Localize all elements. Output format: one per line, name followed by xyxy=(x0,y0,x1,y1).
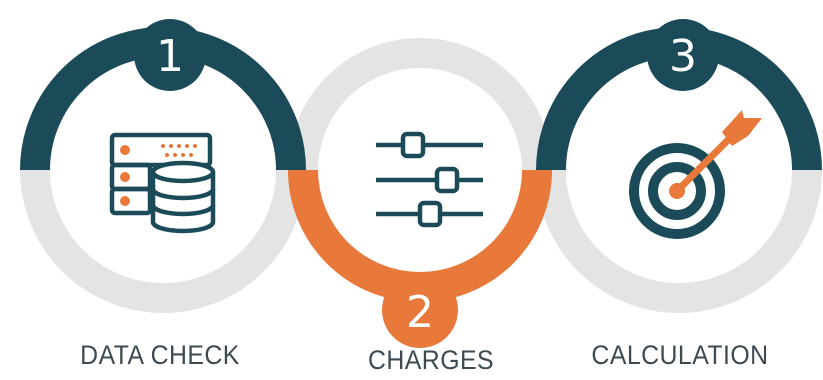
step-1-number: 1 xyxy=(156,31,184,82)
step-3-label: CALCULATION xyxy=(591,340,769,370)
step-2-badge: 2 xyxy=(382,272,458,348)
step-1-badge: 1 xyxy=(134,19,206,91)
ring-3-track xyxy=(536,169,822,313)
target-arrow-icon xyxy=(629,110,762,239)
step-3-badge: 3 xyxy=(647,19,719,91)
sliders-icon xyxy=(376,131,483,228)
step-3-number: 3 xyxy=(669,31,697,82)
ring-1-track xyxy=(20,169,306,313)
step-2-label: CHARGES xyxy=(367,345,495,375)
database-server-icon xyxy=(109,132,216,234)
step-2-number: 2 xyxy=(406,287,434,338)
ring-2-arc xyxy=(288,169,552,302)
step-1-label: DATA CHECK xyxy=(80,340,240,370)
